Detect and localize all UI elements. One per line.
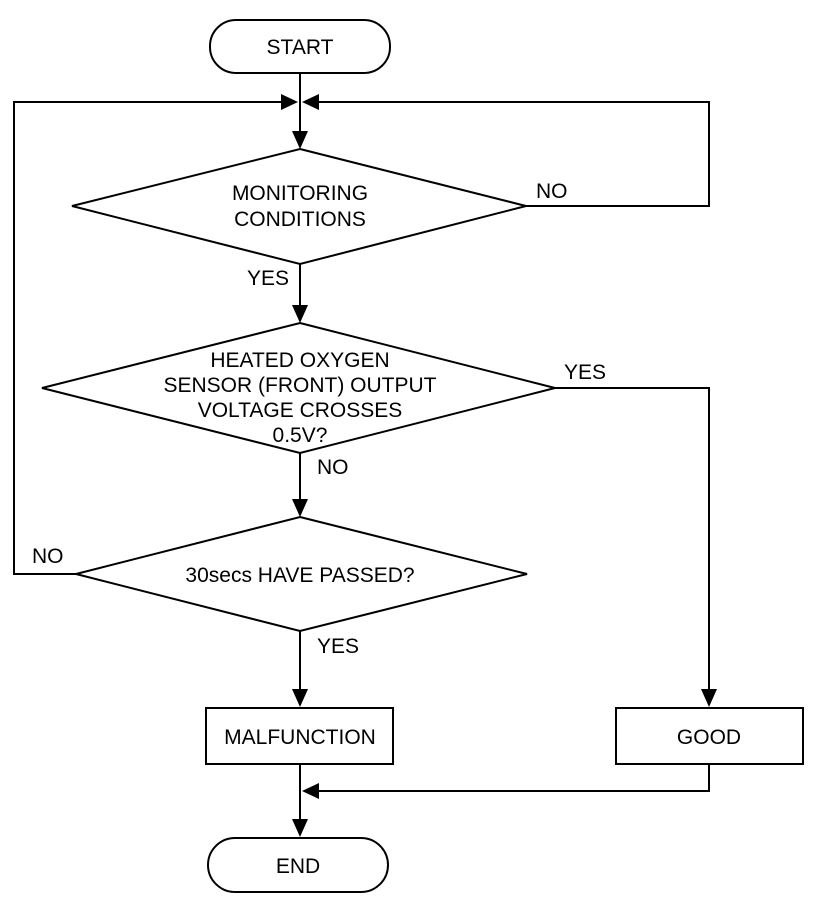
connector-sensor-yes-to-good (555, 387, 710, 690)
malfunction-box: MALFUNCTION (205, 707, 394, 765)
arrowhead-to-end (292, 819, 308, 837)
connector-good-to-end (318, 764, 710, 792)
arrowhead-to-good (701, 689, 717, 707)
timer-yes-label: YES (317, 635, 359, 658)
arrowhead-to-timer (292, 499, 308, 517)
arrowhead-to-monitoring (292, 131, 308, 149)
good-box: GOOD (615, 707, 804, 765)
sensor-label-line4: 0.5V? (273, 424, 328, 447)
good-shape (615, 707, 804, 765)
malfunction-label: MALFUNCTION (224, 726, 376, 749)
monitoring-diamond (71, 147, 527, 266)
good-label: GOOD (677, 726, 741, 749)
sensor-label-line3: VOLTAGE CROSSES (198, 399, 403, 422)
start-terminal: START (209, 19, 391, 74)
sensor-yes-label: YES (564, 361, 606, 384)
arrowhead-right-loop (302, 94, 319, 110)
arrowhead-to-malfunction (292, 689, 308, 707)
end-terminal: END (207, 837, 389, 893)
sensor-label-line2: SENSOR (FRONT) OUTPUT (164, 374, 437, 397)
monitoring-label-line2: CONDITIONS (234, 208, 366, 231)
timer-no-label: NO (32, 545, 64, 568)
connector-timer-no-loop (13, 101, 282, 575)
monitoring-no-label: NO (536, 180, 568, 203)
connector-monitoring-no-loop (318, 101, 710, 207)
monitoring-decision: MONITORING CONDITIONS (71, 147, 527, 266)
end-label: END (276, 855, 320, 878)
monitoring-label-line1: MONITORING (232, 182, 368, 205)
end-shape (207, 837, 389, 893)
arrowhead-to-sensor (292, 305, 308, 323)
sensor-no-label: NO (317, 456, 349, 479)
sensor-label-line1: HEATED OXYGEN (210, 349, 389, 372)
arrowhead-left-loop (281, 94, 298, 110)
arrowhead-good-merge (302, 783, 319, 799)
monitoring-yes-label: YES (247, 267, 289, 290)
timer-decision: 30secs HAVE PASSED? (75, 515, 528, 633)
timer-label: 30secs HAVE PASSED? (185, 564, 414, 587)
start-label: START (267, 36, 334, 59)
sensor-decision: HEATED OXYGEN SENSOR (FRONT) OUTPUT VOLT… (41, 321, 556, 455)
